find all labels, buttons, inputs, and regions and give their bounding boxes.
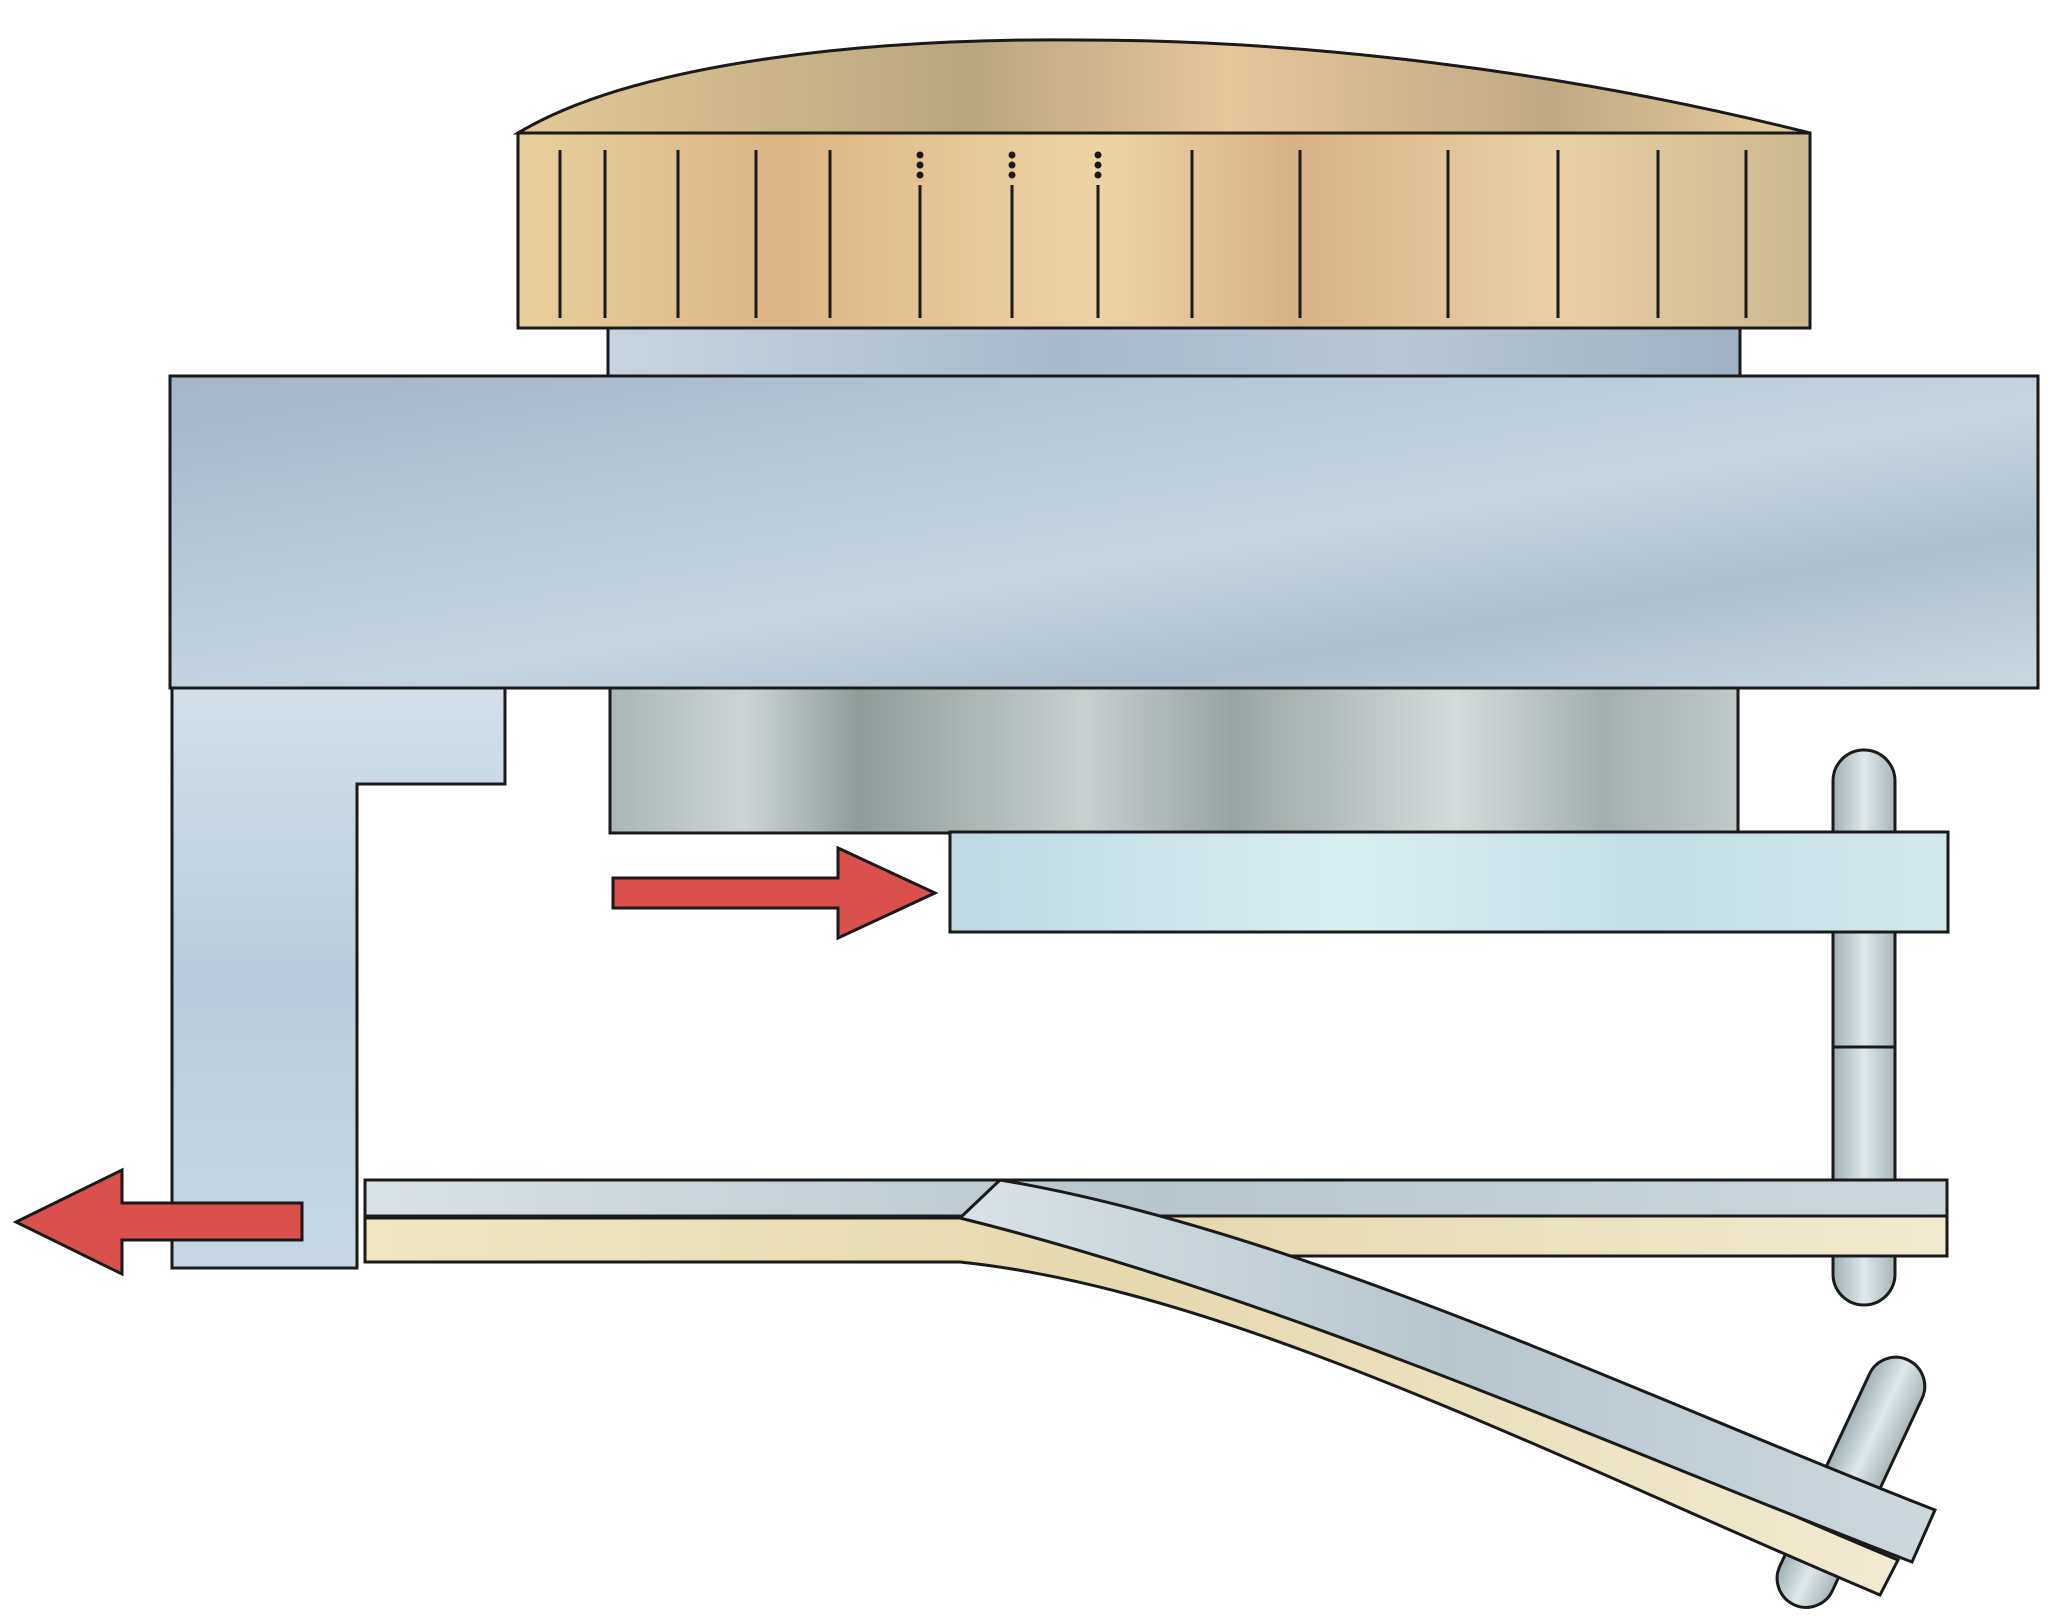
arrow-right — [611, 845, 939, 941]
strip-grey-bent — [956, 1178, 1938, 1564]
knurl-dot — [1008, 171, 1016, 179]
knob-collar — [606, 326, 1742, 378]
knurl-dot — [916, 171, 924, 179]
knurl-dot — [1094, 151, 1102, 159]
knurl-dot — [1008, 161, 1016, 169]
drum — [608, 686, 1740, 835]
strip-grey-straight — [363, 1178, 1949, 1218]
knurl-dot — [916, 161, 924, 169]
knurl-dot — [916, 151, 924, 159]
knurl-dot — [1094, 161, 1102, 169]
knob-knurl-lines — [558, 150, 1748, 318]
arrow-left — [12, 1167, 304, 1277]
knurl-dot — [1008, 151, 1016, 159]
knob-dome — [512, 38, 1811, 135]
knurled-knob — [512, 38, 1812, 330]
flat-spring-bent — [363, 1178, 1938, 1597]
knurl-dot — [1094, 171, 1102, 179]
l-bracket — [170, 686, 507, 1270]
knob-body — [516, 131, 1812, 330]
slide-bar — [948, 830, 1950, 934]
main-plate — [168, 374, 2040, 690]
